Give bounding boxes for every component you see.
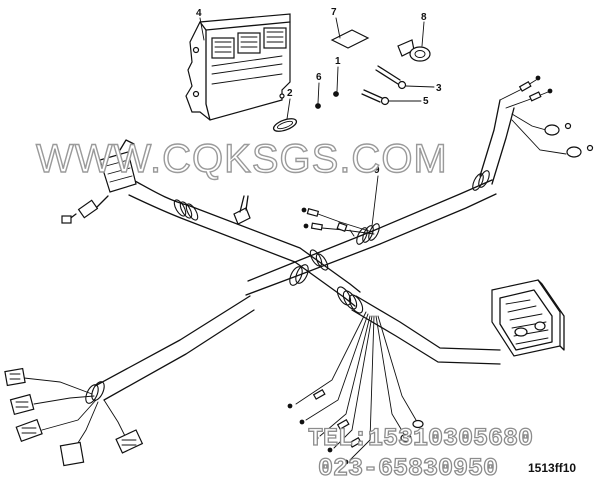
- harness-upper-right-branch: [479, 99, 515, 185]
- breakout-lower-left: [23, 377, 127, 447]
- harness-clip: [233, 195, 251, 225]
- screw-short: [361, 89, 390, 106]
- connector-lower-5: [115, 429, 144, 454]
- connector-lower-4: [59, 441, 85, 467]
- connector-lower-3: [15, 418, 43, 443]
- callout-1: 1: [335, 56, 341, 92]
- sensor-plug: [397, 39, 431, 62]
- svg-text:7: 7: [331, 7, 337, 18]
- tape-wrap-upper-right: [472, 170, 490, 191]
- svg-text:1: 1: [335, 56, 341, 67]
- label-plate: [330, 29, 370, 49]
- harness-main-trunk: [128, 180, 361, 307]
- nut: [333, 91, 339, 97]
- harness-right-branch: [351, 295, 501, 365]
- figure-code: 1513ff10: [528, 461, 576, 475]
- gasket-ring: [272, 118, 298, 132]
- callout-4: 4: [196, 8, 205, 41]
- callout-2: 2: [286, 88, 293, 120]
- callout-5: 5: [388, 96, 429, 107]
- ecm-module: [185, 13, 291, 121]
- plug-top-left: [61, 195, 109, 224]
- harness-lower-trunk: [94, 295, 255, 401]
- screw-long: [375, 65, 407, 90]
- svg-text:4: 4: [196, 8, 202, 19]
- watermark-site: WWW.CQKSGS.COM: [36, 137, 448, 181]
- connector-lower-2: [9, 393, 35, 416]
- svg-text:9: 9: [374, 165, 380, 176]
- tape-wrap-left: [173, 199, 199, 221]
- connector-right-large: [491, 279, 565, 357]
- harness-cross-trunk: [245, 179, 497, 296]
- connector-top-left: [99, 139, 137, 193]
- pigtail-upper-right: [499, 75, 594, 158]
- callout-3: 3: [405, 83, 442, 94]
- tape-wrap-junction: [336, 286, 364, 314]
- svg-text:8: 8: [421, 12, 427, 23]
- washer: [315, 103, 321, 109]
- connector-lower-1: [4, 367, 26, 387]
- svg-text:3: 3: [436, 83, 442, 94]
- svg-text:2: 2: [287, 88, 293, 99]
- terminal-fan-bottom: [287, 311, 424, 465]
- watermark-phone: 023-65830950: [318, 454, 498, 483]
- tape-wrap-cross: [356, 223, 380, 245]
- svg-text:6: 6: [316, 72, 322, 83]
- callout-7: 7: [331, 7, 341, 39]
- callout-6: 6: [316, 72, 322, 104]
- svg-text:5: 5: [423, 96, 429, 107]
- tape-wrap-center: [289, 264, 309, 286]
- tape-wrap-center-upper: [309, 249, 329, 271]
- pigtail-mid: [301, 207, 375, 237]
- watermark-tel: TEL:15310305680: [308, 424, 533, 453]
- callout-9: 9: [371, 165, 380, 227]
- callout-8: 8: [421, 12, 427, 47]
